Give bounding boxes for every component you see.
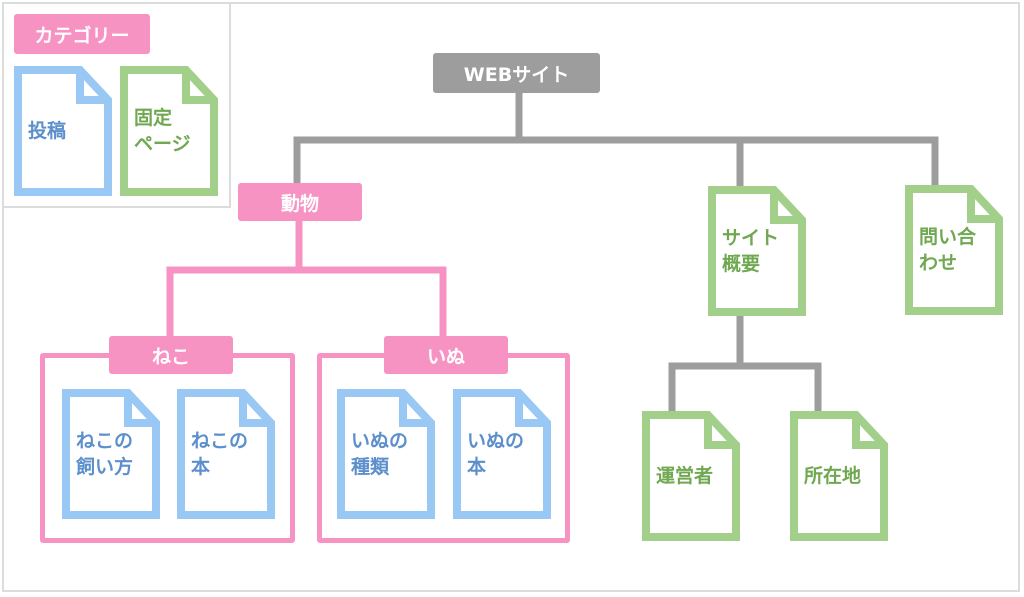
doc-label-line1: 運営者 (656, 465, 714, 487)
doc-label-line1: ねこの (191, 430, 249, 452)
post-doc-dog-books: いぬの 本 (453, 389, 551, 519)
legend-page-label-line2: ページ (134, 133, 191, 155)
root-branch (293, 136, 939, 190)
category-node-cat: ねこ (109, 336, 233, 374)
legend-category-label: カテゴリー (14, 14, 150, 54)
legend-frame (2, 2, 231, 208)
legend-page-doc: 固定 ページ (120, 66, 218, 196)
page-doc-contact: 問い合 わせ (905, 185, 1003, 315)
post-document-icon (453, 389, 551, 519)
doc-label-line2: 種類 (351, 456, 390, 478)
doc-label-line2: 本 (191, 456, 211, 478)
doc-label-line2: 概要 (722, 253, 761, 275)
post-doc-dog-types: いぬの 種類 (337, 389, 435, 519)
doc-label-line1: 問い合 (919, 226, 977, 248)
doc-label-line1: 所在地 (804, 465, 862, 487)
post-document-icon (337, 389, 435, 519)
category-node-dog: いぬ (384, 336, 508, 374)
category-node-animals: 動物 (238, 183, 362, 221)
animals-branch (166, 266, 447, 337)
page-document-icon (905, 185, 1003, 315)
post-document-icon (62, 389, 160, 519)
about-branch (668, 362, 822, 412)
page-document-icon (120, 66, 218, 196)
doc-label-line1: いぬの (351, 430, 409, 452)
doc-label-line1: サイト (722, 227, 780, 249)
doc-label-line2: わせ (919, 252, 958, 274)
page-doc-location: 所在地 (790, 411, 888, 541)
page-document-icon (790, 411, 888, 541)
post-document-icon (177, 389, 275, 519)
doc-label-line1: ねこの (76, 430, 134, 452)
post-doc-cat-books: ねこの 本 (177, 389, 275, 519)
doc-label-line2: 飼い方 (76, 456, 134, 478)
post-doc-cat-care: ねこの 飼い方 (62, 389, 160, 519)
legend-post-doc: 投稿 (14, 66, 112, 196)
page-document-icon (642, 411, 740, 541)
root-node-website: WEBサイト (433, 53, 600, 93)
legend-post-label: 投稿 (28, 120, 67, 142)
doc-label-line1: いぬの (467, 430, 525, 452)
page-doc-about: サイト 概要 (708, 186, 806, 316)
page-doc-operator: 運営者 (642, 411, 740, 541)
page-document-icon (708, 186, 806, 316)
doc-label-line2: 本 (467, 456, 487, 478)
post-document-icon (14, 66, 112, 196)
legend-page-label-line1: 固定 (134, 107, 173, 129)
